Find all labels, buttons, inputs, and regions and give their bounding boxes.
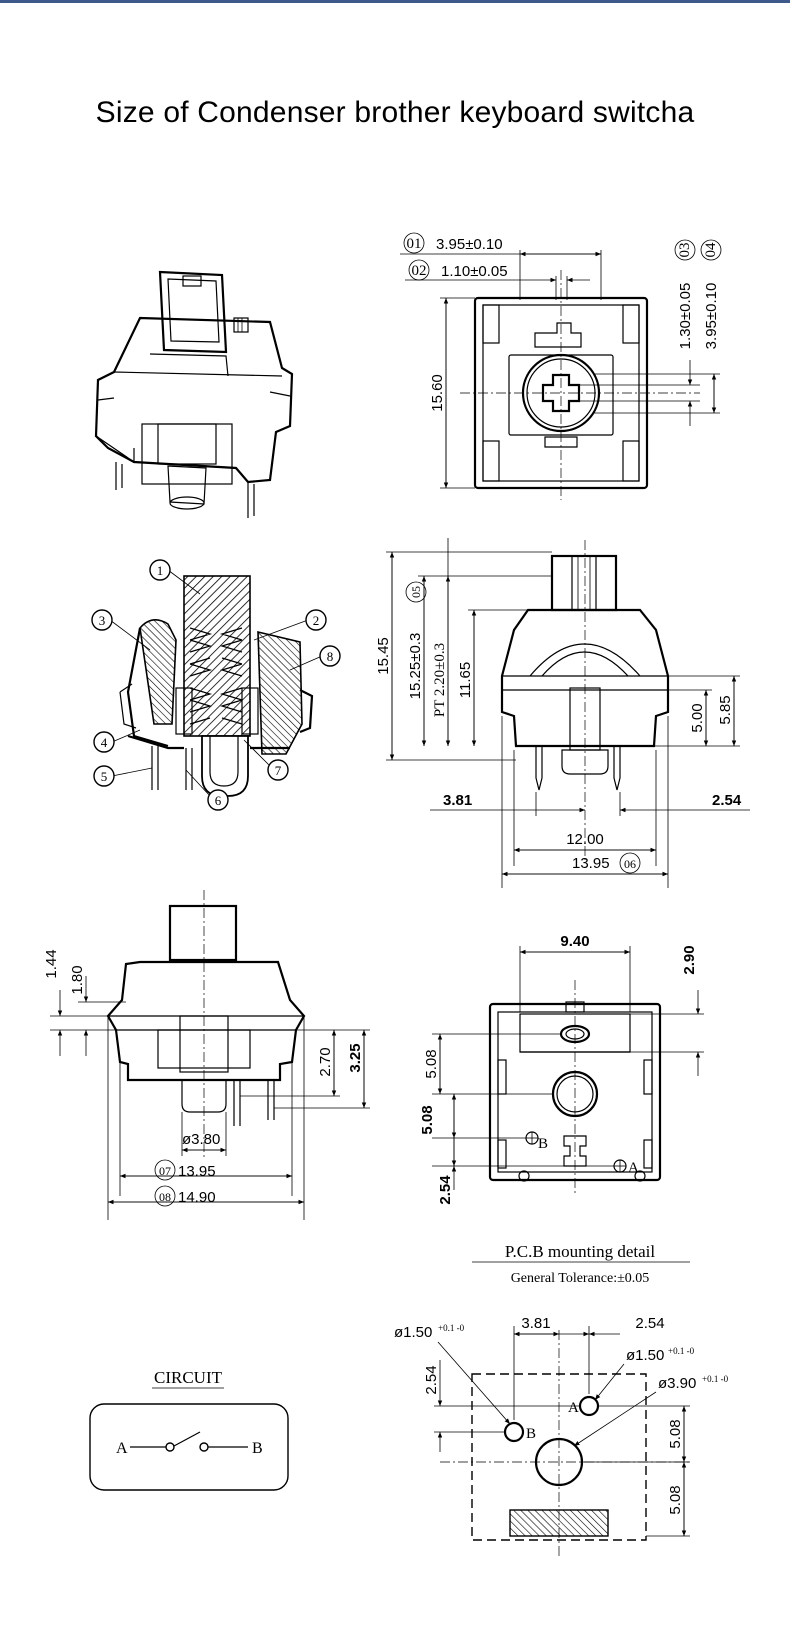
callout-4: 4 [101, 735, 108, 750]
span-1200-label: 12.00 [566, 831, 604, 848]
pcb-center-hole-tol: +0.1 -0 [702, 1374, 729, 1384]
callout-7: 7 [275, 763, 282, 778]
pcb-hole-a-tol: +0.1 -0 [668, 1346, 695, 1356]
bottom-label-a: A [628, 1160, 639, 1176]
callout-8: 8 [327, 649, 334, 664]
front-total-height-label: 15.45 [375, 637, 392, 675]
top-rule [0, 0, 790, 3]
d02-tag: 02 [412, 263, 427, 279]
d254-label: 2.54 [437, 1175, 454, 1205]
d325-label: 3.25 [347, 1043, 364, 1072]
pcb-heading: P.C.B mounting detail [505, 1242, 655, 1261]
d03-tag: 03 [677, 243, 693, 258]
pcb-d508-lower-label: 5.08 [667, 1485, 684, 1514]
d508b-label: 5.08 [419, 1105, 436, 1134]
pcb-hole-b-tol: +0.1 -0 [438, 1323, 465, 1333]
circuit-a: A [116, 1440, 128, 1457]
height-1560-label: 15.60 [429, 374, 446, 412]
d05-label: 15.25±0.3 [407, 633, 424, 700]
top-view: 01 3.95±0.10 02 1.10±0.05 15.60 03 1.30±… [400, 232, 722, 500]
isometric-switch-view [94, 270, 294, 518]
width-940-label: 9.40 [560, 933, 589, 950]
offset-254-label: 2.54 [712, 792, 742, 809]
pcb-d254-left-label: 2.54 [423, 1365, 440, 1394]
d270-label: 2.70 [317, 1047, 334, 1076]
d06-label: 13.95 [572, 855, 610, 872]
front-view: 15.45 05 15.25±0.3 PT 2.20±0.3 11.65 5.0… [375, 538, 750, 888]
d290-label: 2.90 [681, 945, 698, 974]
d07-label: 13.95 [178, 1163, 216, 1180]
pin-dia-label: ø3.80 [182, 1131, 220, 1148]
d585-label: 5.85 [717, 695, 734, 724]
side-view: 1.44 1.80 2.70 3.25 ø3.80 07 13.95 08 14… [43, 890, 370, 1220]
d04-label: 3.95±0.10 [703, 283, 720, 350]
pcb-hole-a-label: ø1.50 [626, 1347, 664, 1364]
offset-381-label: 3.81 [443, 792, 472, 809]
pcb-hole-b-label: ø1.50 [394, 1324, 432, 1341]
page-title: Size of Condenser brother keyboard switc… [95, 96, 695, 129]
circuit-heading: CIRCUIT [154, 1368, 223, 1387]
pt-label: PT 2.20±0.3 [432, 643, 448, 717]
pcb-d254-top-label: 2.54 [635, 1315, 664, 1332]
d500-label: 5.00 [689, 703, 706, 732]
d180-label: 1.80 [69, 965, 86, 994]
callout-2: 2 [313, 613, 320, 628]
pcb-mounting-detail: P.C.B mounting detail General Tolerance:… [394, 1242, 729, 1556]
d01-tag: 01 [407, 236, 422, 252]
pcb-d381-label: 3.81 [521, 1315, 550, 1332]
d08-tag: 08 [159, 1190, 171, 1204]
bottom-view: B A 9.40 2.90 5.08 5.08 2.54 [419, 933, 704, 1205]
pcb-tolerance: General Tolerance:±0.05 [511, 1271, 650, 1286]
callout-5: 5 [101, 769, 108, 784]
pcb-label-a: A [568, 1400, 579, 1416]
callout-3: 3 [99, 613, 106, 628]
d01-label: 3.95±0.10 [436, 236, 503, 253]
d05-tag: 05 [409, 586, 423, 598]
d07-tag: 07 [159, 1164, 171, 1178]
d508a-label: 5.08 [423, 1049, 440, 1078]
circuit-b: B [252, 1440, 263, 1457]
section-view: 1 2 3 4 5 6 7 8 [91, 559, 341, 811]
pcb-d508-upper-label: 5.08 [667, 1419, 684, 1448]
bottom-label-b: B [538, 1136, 548, 1152]
d144-label: 1.44 [43, 949, 60, 978]
body-height-label: 11.65 [457, 662, 474, 698]
d06-tag: 06 [624, 857, 636, 871]
d08-label: 14.90 [178, 1189, 216, 1206]
callout-1: 1 [157, 563, 164, 578]
d04-tag: 04 [703, 242, 719, 258]
d03-label: 1.30±0.05 [677, 283, 694, 350]
circuit-diagram: CIRCUIT A B [89, 1368, 289, 1491]
pcb-label-b: B [526, 1426, 536, 1442]
d02-label: 1.10±0.05 [441, 263, 508, 280]
pcb-center-hole-label: ø3.90 [658, 1375, 696, 1392]
callout-6: 6 [215, 793, 222, 808]
